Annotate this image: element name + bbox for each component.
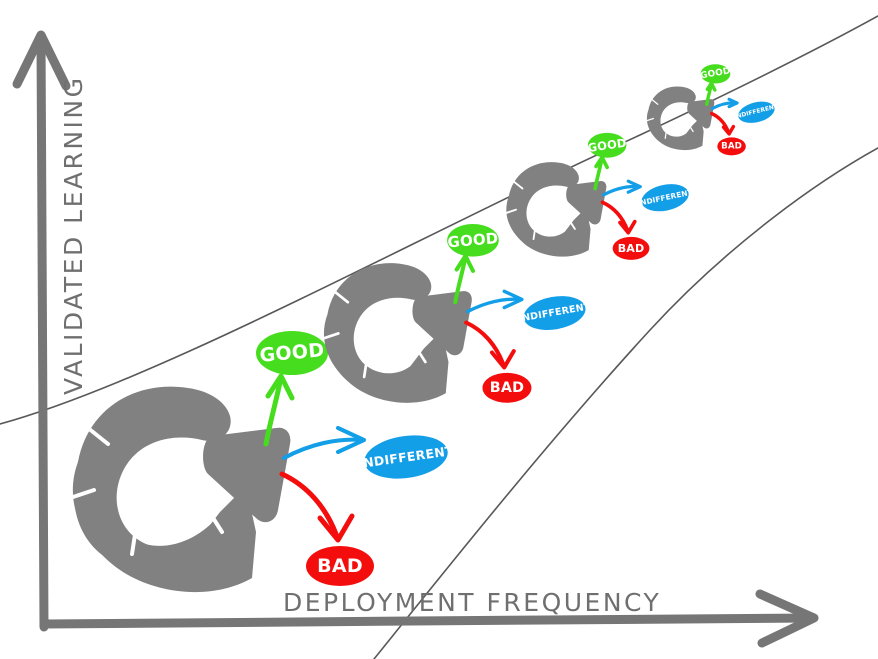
cycle-arrowhead bbox=[203, 427, 291, 523]
y-axis-line bbox=[36, 35, 49, 632]
good-arrowhead bbox=[265, 373, 295, 401]
bad-arrowhead bbox=[317, 513, 355, 543]
good-pill[interactable] bbox=[587, 132, 627, 158]
good-arrow-line bbox=[593, 158, 604, 191]
branch-bad-4[interactable]: BAD bbox=[710, 111, 746, 156]
branch-bad-3[interactable]: BAD bbox=[600, 200, 650, 260]
bad-label: BAD bbox=[721, 141, 742, 151]
x-axis-arrowhead bbox=[755, 589, 819, 648]
branch-good-3[interactable]: GOOD bbox=[587, 132, 628, 191]
bad-arrow-line bbox=[464, 320, 505, 366]
x-axis-line bbox=[39, 613, 817, 629]
branch-indifferent-4[interactable]: INDIFFERENT bbox=[710, 97, 779, 126]
y-axis-label: VALIDATED LEARNING bbox=[59, 76, 88, 396]
build-measure-learn-cycle-icon[interactable] bbox=[320, 263, 472, 403]
y-axis-arrowhead bbox=[12, 30, 71, 91]
bad-pill[interactable] bbox=[306, 546, 374, 586]
bad-label: BAD bbox=[618, 242, 645, 255]
x-axis-label: DEPLOYMENT FREQUENCY bbox=[283, 588, 661, 617]
bad-label: BAD bbox=[490, 380, 524, 396]
branch-indifferent-2[interactable]: INDIFFERENT bbox=[465, 289, 592, 335]
bad-pill[interactable] bbox=[717, 137, 746, 156]
bad-arrowhead bbox=[721, 124, 736, 136]
indifferent-pill[interactable] bbox=[736, 98, 777, 126]
indifferent-arrowhead bbox=[336, 426, 366, 454]
indifferent-pill[interactable] bbox=[361, 430, 450, 483]
cycle-arrowhead bbox=[566, 181, 607, 225]
bad-arrowhead bbox=[489, 349, 516, 370]
cycle-tick-marks bbox=[320, 289, 427, 379]
branch-indifferent-1[interactable]: INDIFFERENT bbox=[282, 426, 455, 484]
build-measure-learn-cycle-icon[interactable] bbox=[645, 86, 715, 151]
indifferent-arrowhead bbox=[626, 179, 642, 194]
bad-pill[interactable] bbox=[482, 372, 532, 403]
branch-good-1[interactable]: GOOD bbox=[256, 331, 328, 447]
indifferent-arrow-line bbox=[465, 297, 523, 314]
y-axis bbox=[12, 30, 71, 632]
good-pill[interactable] bbox=[256, 331, 328, 375]
indifferent-pill[interactable] bbox=[521, 292, 588, 335]
good-pill[interactable] bbox=[700, 64, 731, 84]
bad-arrow-line bbox=[600, 200, 630, 232]
branch-bad-2[interactable]: BAD bbox=[464, 320, 532, 403]
bad-label: BAD bbox=[317, 555, 363, 577]
cycle-arrowhead bbox=[687, 99, 715, 129]
indifferent-arrow-line bbox=[282, 437, 364, 460]
cone-lower-line bbox=[373, 147, 878, 659]
bad-pill[interactable] bbox=[612, 236, 650, 260]
indifferent-pill[interactable] bbox=[639, 180, 691, 215]
good-label: GOOD bbox=[587, 136, 628, 155]
indifferent-arrowhead bbox=[502, 289, 524, 310]
good-label: GOOD bbox=[447, 229, 499, 251]
good-pill[interactable] bbox=[447, 223, 499, 257]
good-arrowhead bbox=[705, 81, 717, 92]
bad-arrowhead bbox=[618, 219, 637, 235]
good-arrowhead bbox=[454, 253, 476, 273]
build-measure-learn-cycle-icon[interactable] bbox=[68, 386, 291, 593]
x-axis bbox=[39, 589, 819, 648]
branch-good-2[interactable]: GOOD bbox=[447, 223, 499, 305]
indifferent-arrowhead bbox=[727, 97, 739, 109]
cycle-tick-marks bbox=[504, 180, 576, 241]
cycle-tick-marks bbox=[645, 98, 694, 139]
cycle-tick-marks bbox=[68, 426, 224, 556]
bad-arrow-line bbox=[279, 471, 339, 537]
branch-bad-1[interactable]: BAD bbox=[279, 471, 374, 586]
build-measure-learn-cycle-icon[interactable] bbox=[504, 162, 607, 257]
branch-indifferent-3[interactable]: INDIFFERENT bbox=[601, 179, 694, 215]
cycle-arrowhead bbox=[412, 291, 472, 356]
branch-good-4[interactable]: GOOD bbox=[700, 64, 732, 106]
good-arrow-line bbox=[453, 257, 467, 305]
good-arrow-line bbox=[263, 379, 283, 447]
